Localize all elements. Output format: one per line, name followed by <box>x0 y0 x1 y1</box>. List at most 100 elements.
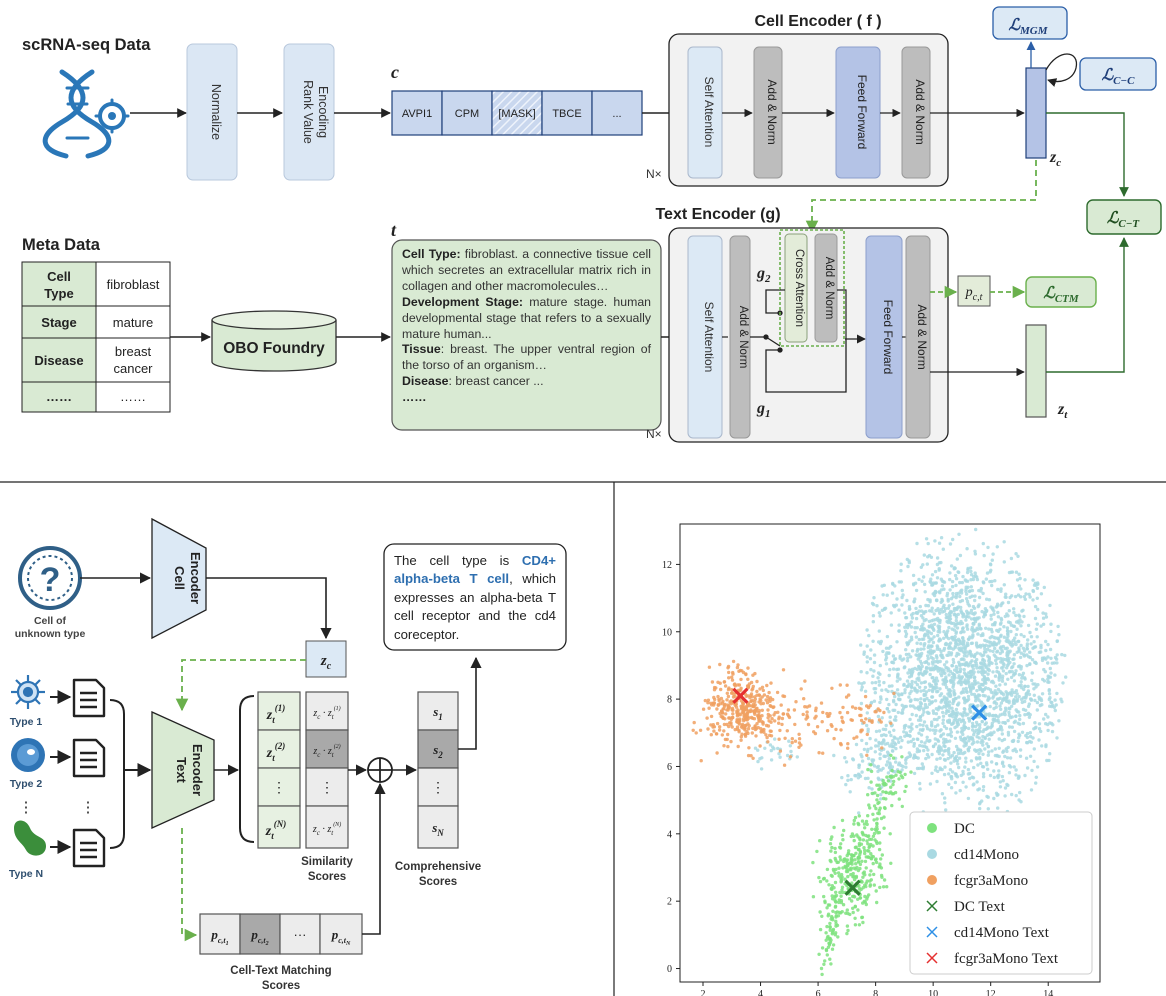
point-cd14mono <box>998 639 1002 643</box>
legend-marker-fcgr3amono <box>927 875 937 885</box>
point-cd14mono <box>936 769 940 774</box>
dna-icon <box>42 69 130 159</box>
point-cd14mono <box>921 707 925 711</box>
point-cd14mono <box>964 689 969 693</box>
point-cd14mono <box>888 744 892 748</box>
point-cd14mono <box>963 737 968 741</box>
sim-cell-3: ⋮ <box>320 779 334 795</box>
point-cd14mono <box>1007 570 1012 575</box>
point-cd14mono <box>934 608 938 613</box>
point-cd14mono <box>937 627 942 632</box>
point-dc <box>847 897 852 901</box>
point-cd14mono <box>1000 679 1005 683</box>
point-dc <box>858 862 863 867</box>
point-cd14mono <box>918 723 922 727</box>
point-cd14mono <box>951 595 955 599</box>
point-cd14mono <box>1025 663 1029 668</box>
point-dc <box>863 859 868 864</box>
point-cd14mono <box>948 732 952 737</box>
point-cd14mono <box>1001 698 1005 703</box>
text-encoder-trapezoid <box>151 710 215 830</box>
point-cd14mono <box>890 591 895 595</box>
point-cd14mono <box>921 723 925 727</box>
point-cd14mono <box>947 604 951 608</box>
point-cd14mono <box>971 686 975 690</box>
point-cd14mono <box>1022 649 1027 653</box>
point-fcgr3amono <box>730 688 734 692</box>
point-cd14mono <box>919 681 924 685</box>
point-cd14mono <box>1042 679 1047 683</box>
point-cd14mono <box>902 657 906 661</box>
point-fcgr3amono <box>747 716 751 720</box>
point-fcgr3amono <box>765 701 770 705</box>
point-cd14mono <box>983 712 988 716</box>
point-cd14mono <box>1044 615 1049 619</box>
point-dc <box>881 790 885 794</box>
point-cd14mono <box>1037 695 1041 699</box>
point-cd14mono <box>990 749 994 753</box>
point-cd14mono <box>936 624 940 628</box>
point-cd14mono <box>957 676 961 680</box>
point-cd14mono <box>996 615 1001 619</box>
point-cd14mono <box>957 646 961 651</box>
point-cd14mono <box>943 796 947 800</box>
point-cd14mono <box>923 741 927 745</box>
point-dc <box>903 772 907 777</box>
point-cd14mono <box>1009 765 1013 769</box>
point-cd14mono <box>935 757 939 761</box>
point-cd14mono <box>970 611 975 616</box>
point-fcgr3amono <box>716 694 720 699</box>
point-cd14mono <box>998 780 1002 784</box>
point-cd14mono <box>907 623 911 627</box>
point-cd14mono <box>912 600 916 604</box>
point-cd14mono <box>953 573 958 578</box>
point-cd14mono <box>999 621 1003 625</box>
point-cd14mono <box>1032 583 1037 587</box>
point-cd14mono <box>1029 740 1034 744</box>
types-vdots: ⋮ <box>19 799 34 816</box>
t-symbol: t <box>391 220 397 240</box>
c-token-4: TBCE <box>552 108 581 120</box>
point-cd14mono <box>874 744 878 748</box>
point-fcgr3amono <box>803 679 807 683</box>
point-dc <box>862 822 867 826</box>
point-cd14mono <box>1015 697 1020 701</box>
point-cd14mono <box>996 587 1000 592</box>
point-dc <box>829 938 833 942</box>
point-cd14mono <box>955 557 959 561</box>
point-fcgr3amono <box>721 707 725 711</box>
point-cd14mono <box>958 735 963 739</box>
point-cd14mono <box>989 568 993 572</box>
point-cd14mono <box>1004 639 1008 643</box>
point-dc <box>845 924 850 928</box>
point-cd14mono <box>1026 623 1031 628</box>
point-cd14mono <box>879 639 883 644</box>
point-cd14mono <box>891 708 895 712</box>
point-cd14mono <box>964 585 968 589</box>
point-cd14mono <box>969 669 974 674</box>
point-cd14mono <box>1049 629 1053 634</box>
point-cd14mono <box>947 673 951 677</box>
point-cd14mono <box>917 678 921 682</box>
point-fcgr3amono <box>850 705 855 709</box>
point-cd14mono <box>940 599 945 603</box>
point-cd14mono <box>941 547 945 551</box>
point-cd14mono <box>769 758 774 762</box>
point-cd14mono <box>986 698 990 702</box>
point-dc <box>853 916 857 920</box>
point-dc <box>840 833 845 837</box>
pct-box <box>957 275 991 307</box>
point-cd14mono <box>939 560 943 565</box>
point-cd14mono <box>921 575 926 579</box>
point-dc <box>864 866 868 870</box>
point-fcgr3amono <box>771 697 775 702</box>
point-dc <box>834 890 838 894</box>
point-cd14mono <box>942 663 947 667</box>
point-dc <box>842 857 846 862</box>
point-dc <box>866 842 870 846</box>
point-dc <box>822 894 826 899</box>
docs-vdots: ⋮ <box>81 799 96 816</box>
point-fcgr3amono <box>750 704 754 708</box>
point-fcgr3amono <box>771 705 775 710</box>
point-dc <box>856 868 861 873</box>
